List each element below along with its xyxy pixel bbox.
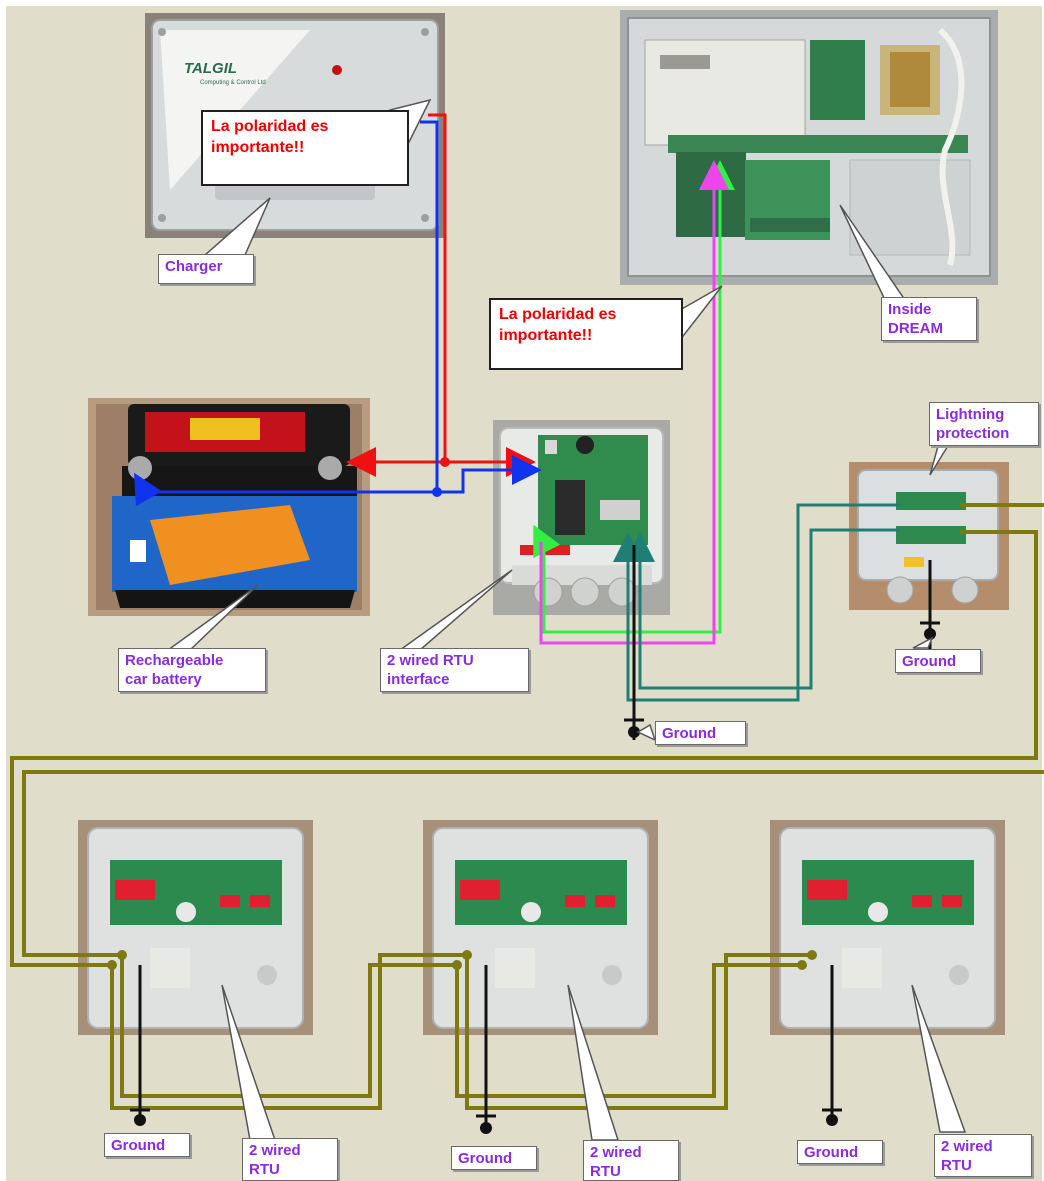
rtu-label-3: 2 wired RTU	[934, 1134, 1032, 1177]
rtu-label-1: 2 wired RTU	[242, 1138, 338, 1181]
charger-brand: TALGIL	[184, 60, 237, 77]
ground-label-interface: Ground	[655, 721, 746, 745]
warning-2-line2: importante!!	[499, 325, 673, 346]
dream-photo	[620, 10, 998, 285]
rtu-photo-3	[770, 820, 1005, 1035]
charger-brand-sub: Computing & Control Ltd	[200, 80, 266, 86]
rtu-interface-label: 2 wired RTU interface	[380, 648, 529, 692]
ground-label-rtu-1: Ground	[104, 1133, 190, 1157]
rtu-interface-photo	[493, 420, 670, 615]
warning-1-line1: La polaridad es	[211, 116, 399, 137]
warning-2-line1: La polaridad es	[499, 304, 673, 325]
lightning-protection-label: Lightning protection	[929, 402, 1039, 446]
polarity-warning-2: La polaridad es importante!!	[489, 298, 683, 370]
ground-label-lightning: Ground	[895, 649, 981, 673]
battery-label: Rechargeable car battery	[118, 648, 266, 692]
red-junction	[440, 457, 450, 467]
polarity-warning-1: La polaridad es importante!!	[201, 110, 409, 186]
dream-label: Inside DREAM	[881, 297, 977, 341]
blue-junction	[432, 487, 442, 497]
rtu-label-2: 2 wired RTU	[583, 1140, 679, 1181]
battery-photo	[88, 398, 370, 616]
warning-1-line2: importante!!	[211, 137, 399, 158]
charger-label: Charger	[158, 254, 254, 284]
ground-label-rtu-2: Ground	[451, 1146, 537, 1170]
ground-label-rtu-3: Ground	[797, 1140, 883, 1164]
